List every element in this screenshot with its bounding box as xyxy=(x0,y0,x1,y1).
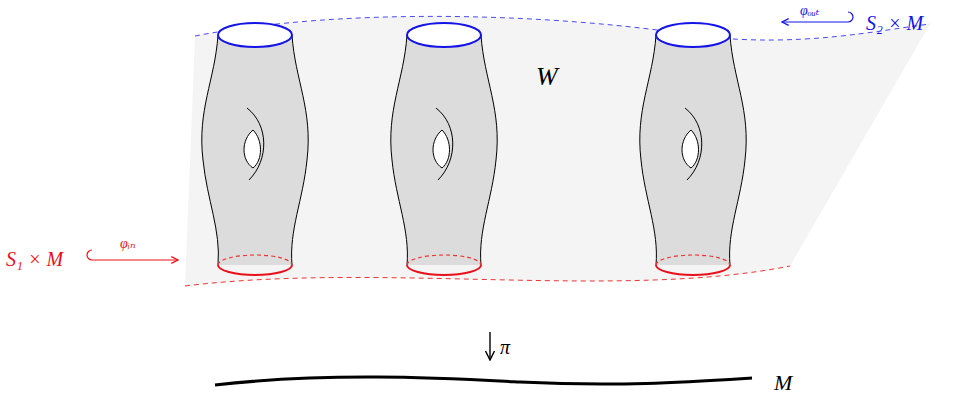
surface-side xyxy=(481,35,498,265)
inclusion-map-label: φᵢₙ xyxy=(120,237,136,251)
inclusion-arrow xyxy=(87,250,178,260)
incoming-circle-back xyxy=(218,255,292,265)
outgoing-circle xyxy=(656,23,730,47)
base-manifold xyxy=(215,377,752,385)
projection-arrow xyxy=(489,332,490,360)
surface-side xyxy=(391,35,408,265)
surface-side xyxy=(730,35,747,265)
base-manifold-label: M xyxy=(774,372,792,394)
surface-side xyxy=(640,35,657,265)
surface-fill xyxy=(202,35,308,265)
incoming-circle-back xyxy=(407,255,481,265)
outgoing-circle xyxy=(218,23,292,47)
surface-fill xyxy=(640,35,746,265)
surface-fill xyxy=(391,35,497,265)
projection-label: π xyxy=(500,337,510,357)
incoming-boundary-line xyxy=(185,266,790,286)
handle-hole xyxy=(244,130,261,168)
outgoing-boundary-label: S₂ × M xyxy=(866,13,923,33)
incoming-circle xyxy=(407,265,481,275)
outgoing-circle xyxy=(407,23,481,47)
incoming-circle xyxy=(656,265,730,275)
incoming-boundary-label: S₁ × M xyxy=(6,249,63,269)
handle-hole xyxy=(682,130,699,168)
total-space-label: W xyxy=(536,64,558,90)
surface-side xyxy=(202,35,219,265)
handle-hole xyxy=(433,130,450,168)
inclusion-map-label: φₒᵤₜ xyxy=(800,4,819,18)
band-region xyxy=(185,16,930,286)
incoming-circle-back xyxy=(656,255,730,265)
outgoing-boundary-line xyxy=(195,16,930,40)
surface-side xyxy=(292,35,309,265)
incoming-circle xyxy=(218,265,292,275)
